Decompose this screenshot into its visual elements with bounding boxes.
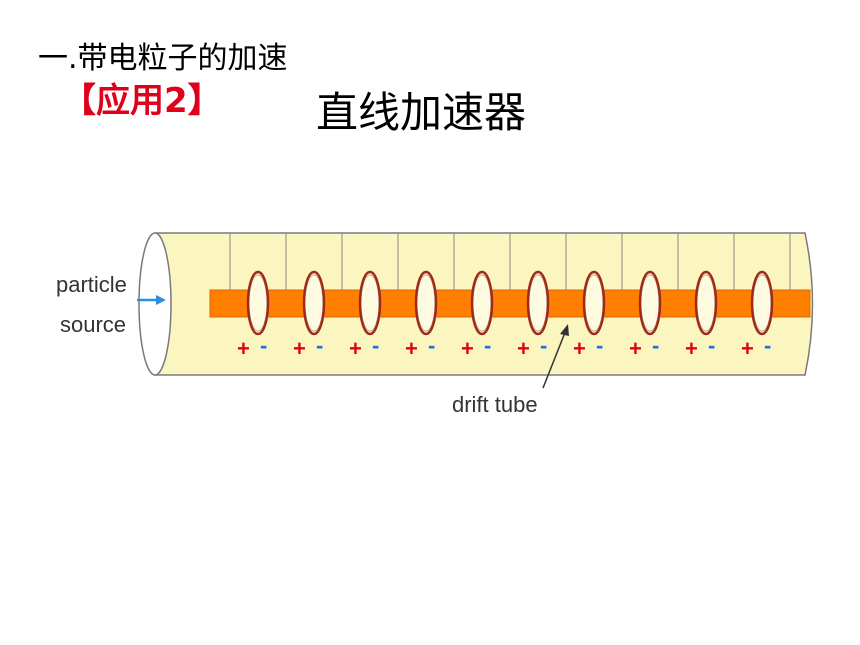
gap-disc [640, 274, 660, 332]
coil-ring [638, 270, 662, 336]
plus-charge: + [405, 336, 418, 361]
application-tag: 【应用2】 [62, 81, 222, 121]
drift-tube-rod [209, 289, 811, 318]
coil-ring [358, 270, 382, 336]
plus-charge: + [237, 336, 250, 361]
source-label: source [60, 312, 126, 337]
accelerating-gap: +- [293, 270, 326, 361]
gap-disc [248, 274, 268, 332]
accelerating-gap: +- [741, 270, 774, 361]
accelerating-gap: +- [685, 270, 718, 361]
minus-charge: - [652, 333, 659, 358]
minus-charge: - [260, 333, 267, 358]
gap-disc [528, 274, 548, 332]
gap-disc [584, 274, 604, 332]
particle-label: particle [56, 272, 127, 297]
minus-charge: - [708, 333, 715, 358]
plus-charge: + [573, 336, 586, 361]
accelerating-gaps: +-+-+-+-+-+-+-+-+-+- [237, 270, 774, 361]
minus-charge: - [540, 333, 547, 358]
slide-title: 直线加速器 [316, 88, 527, 137]
accelerating-gap: +- [405, 270, 438, 361]
accelerating-gap: +- [629, 270, 662, 361]
source-arrow-icon [137, 295, 166, 305]
coil-ring [470, 270, 494, 336]
coil-ring [414, 270, 438, 336]
accelerating-gap: +- [237, 270, 270, 361]
gap-disc [360, 274, 380, 332]
accelerating-gap: +- [517, 270, 550, 361]
plus-charge: + [685, 336, 698, 361]
coil-ring [246, 270, 270, 336]
accelerating-gap: +- [461, 270, 494, 361]
gap-disc [304, 274, 324, 332]
coil-ring [694, 270, 718, 336]
plus-charge: + [741, 336, 754, 361]
minus-charge: - [596, 333, 603, 358]
plus-charge: + [349, 336, 362, 361]
tube-left-end [138, 232, 172, 376]
accelerating-gap: +- [573, 270, 606, 361]
coil-ring [750, 270, 774, 336]
minus-charge: - [316, 333, 323, 358]
minus-charge: - [428, 333, 435, 358]
minus-charge: - [764, 333, 771, 358]
coil-ring [302, 270, 326, 336]
drift-tube-pointer-icon [542, 324, 569, 389]
gap-disc [416, 274, 436, 332]
section-heading: 一.带电粒子的加速 [38, 41, 288, 76]
plus-charge: + [461, 336, 474, 361]
plus-charge: + [629, 336, 642, 361]
gap-disc [752, 274, 772, 332]
gap-disc [472, 274, 492, 332]
coil-ring [526, 270, 550, 336]
gap-disc [696, 274, 716, 332]
plus-charge: + [293, 336, 306, 361]
minus-charge: - [484, 333, 491, 358]
drift-tube-label: drift tube [452, 392, 538, 417]
coil-ring [582, 270, 606, 336]
minus-charge: - [372, 333, 379, 358]
plus-charge: + [517, 336, 530, 361]
accelerating-gap: +- [349, 270, 382, 361]
mount-lines [229, 233, 791, 290]
